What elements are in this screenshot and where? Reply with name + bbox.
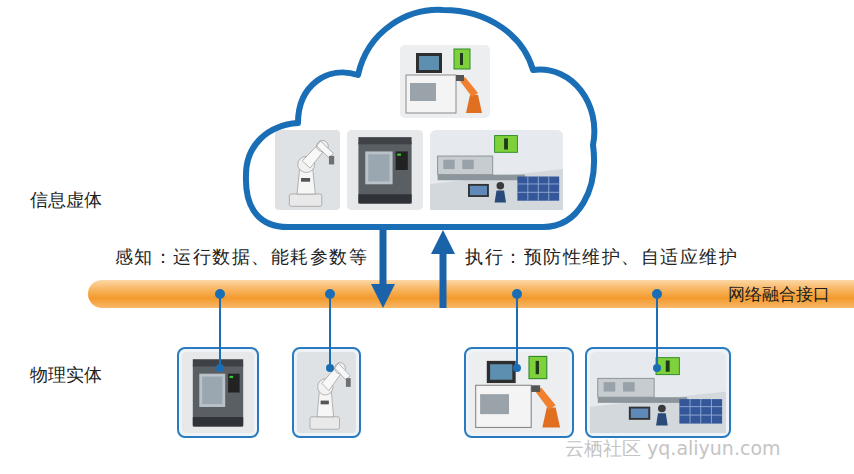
watermark: 云栖社区 yq.aliyun.com — [565, 436, 781, 462]
arrow-label: 执行：预防性维护、自适应维护 — [465, 245, 738, 269]
leader-line — [329, 294, 331, 368]
picture-frame — [178, 348, 258, 437]
line-picture — [590, 352, 726, 433]
machine-picture — [469, 352, 569, 433]
picture-frame — [293, 348, 360, 437]
robot-picture — [297, 352, 356, 433]
leader-line — [656, 294, 658, 368]
leader-dot — [217, 365, 223, 371]
cloud-region: 信息虚体 — [243, 5, 598, 230]
band-title: 网络融合接口 — [88, 280, 854, 308]
cloud-outline — [243, 5, 598, 230]
machine-picture — [347, 130, 423, 210]
layer-title-holder: 物理实体 — [30, 363, 102, 387]
leader-dot — [216, 290, 224, 298]
cloud-pictures — [275, 45, 563, 210]
leader-dot — [513, 290, 521, 298]
line-picture — [430, 130, 563, 210]
layer-title: 信息虚体 — [30, 188, 102, 212]
data-arrow — [440, 254, 447, 308]
arrow-label: 感知：运行数据、能耗参数等 — [115, 245, 369, 269]
layer-title: 物理实体 — [30, 363, 102, 387]
physical-pictures — [178, 348, 730, 437]
leader-dot — [654, 365, 660, 371]
arrow-label-holder: 执行：预防性维护、自适应维护 — [465, 245, 738, 269]
machine-picture — [400, 45, 490, 118]
leader-dot — [653, 290, 661, 298]
arrow-label-holder: 感知：运行数据、能耗参数等 — [115, 245, 369, 269]
leader-line — [516, 294, 518, 368]
data-arrow — [380, 230, 387, 284]
interface-band: 网络融合接口 — [88, 280, 854, 308]
leader-dot — [327, 365, 333, 371]
leader-dot — [514, 365, 520, 371]
picture-frame — [465, 348, 573, 437]
leader-line — [219, 294, 221, 368]
watermark-holder: 云栖社区 yq.aliyun.com — [565, 436, 781, 462]
robot-picture — [275, 130, 340, 210]
leader-dot — [326, 290, 334, 298]
leader-group — [216, 290, 661, 371]
machine-picture — [182, 352, 254, 433]
cloud-outline-path — [246, 10, 594, 227]
